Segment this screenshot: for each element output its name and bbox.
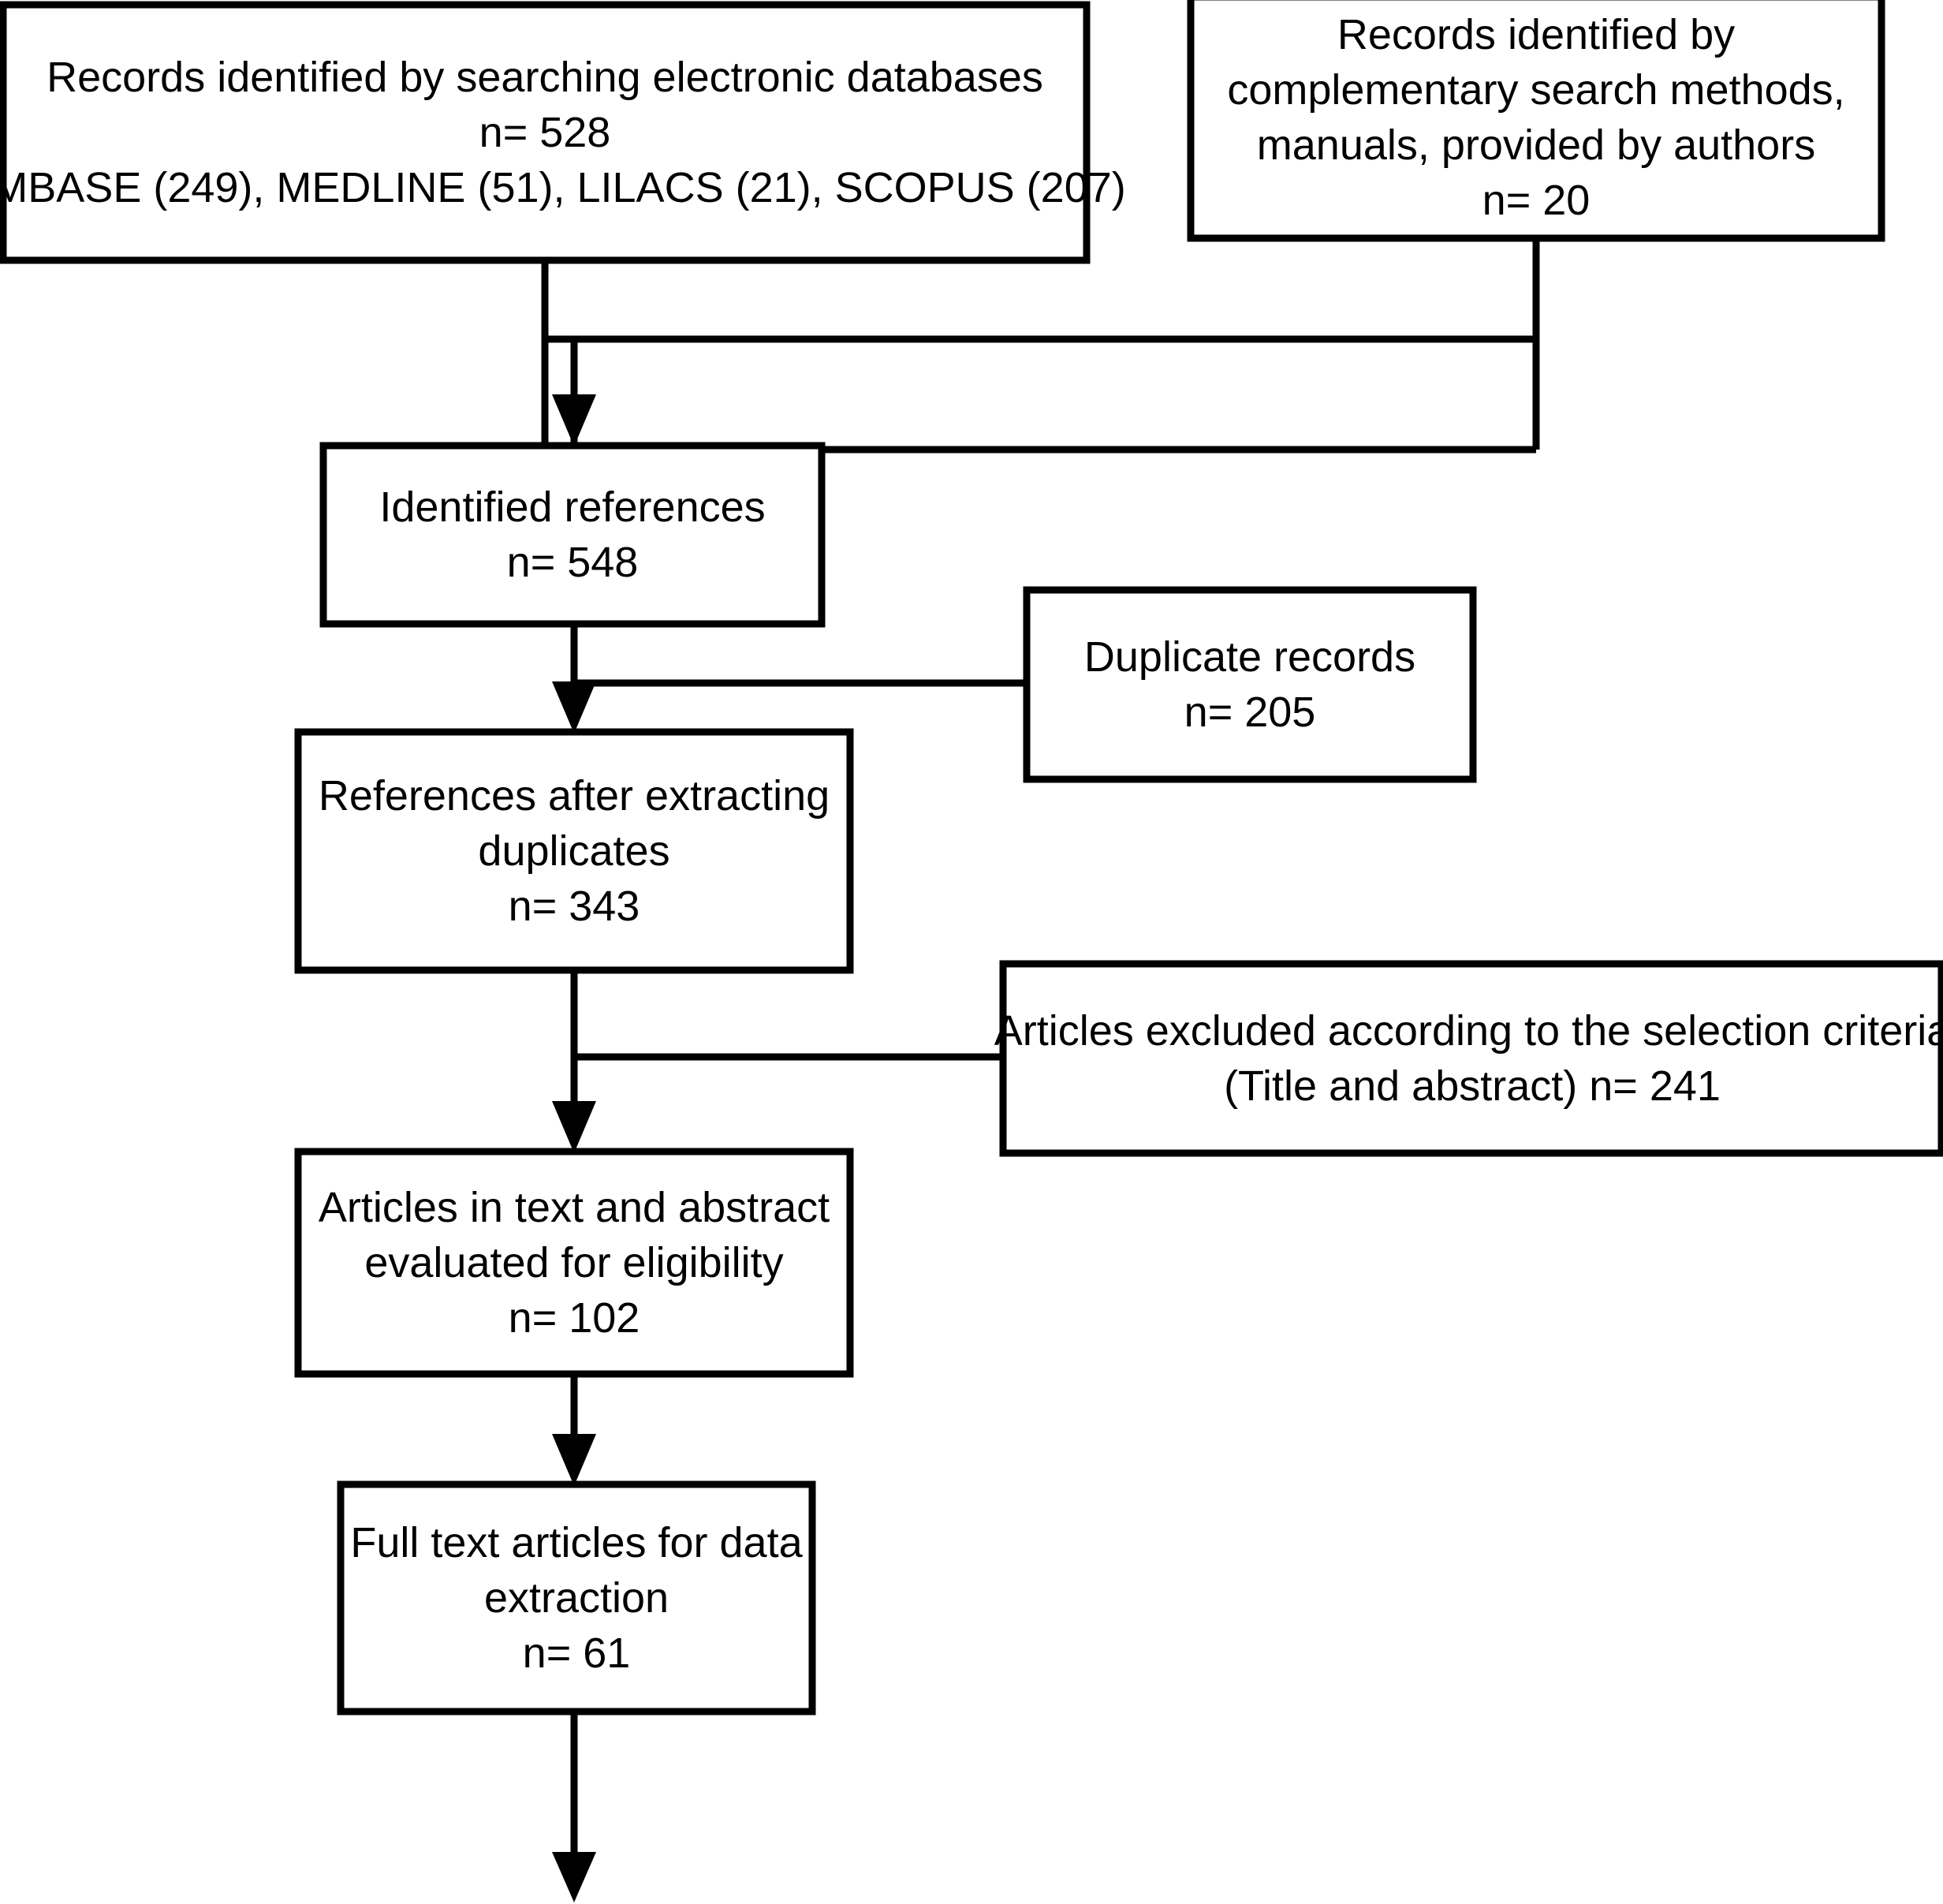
records-identified-complementary-box[interactable] [1187, 0, 1885, 242]
arrowhead-full-text-continues [552, 1852, 596, 1902]
full-text-articles-box[interactable] [337, 1480, 816, 1715]
articles-excluded-box[interactable] [999, 960, 1943, 1157]
arrowhead-to-full-text [552, 1434, 596, 1486]
arrowhead-to-after-duplicates [552, 681, 596, 734]
articles-evaluated-eligibility-box[interactable] [294, 1148, 854, 1378]
references-after-duplicates-box[interactable] [294, 728, 854, 974]
records-identified-databases-box[interactable] [0, 1, 1091, 264]
arrowhead-to-eligibility [552, 1101, 596, 1153]
arrowhead-to-identified-references [552, 394, 596, 446]
identified-references-box[interactable] [319, 442, 826, 628]
duplicate-records-box[interactable] [1023, 586, 1477, 783]
